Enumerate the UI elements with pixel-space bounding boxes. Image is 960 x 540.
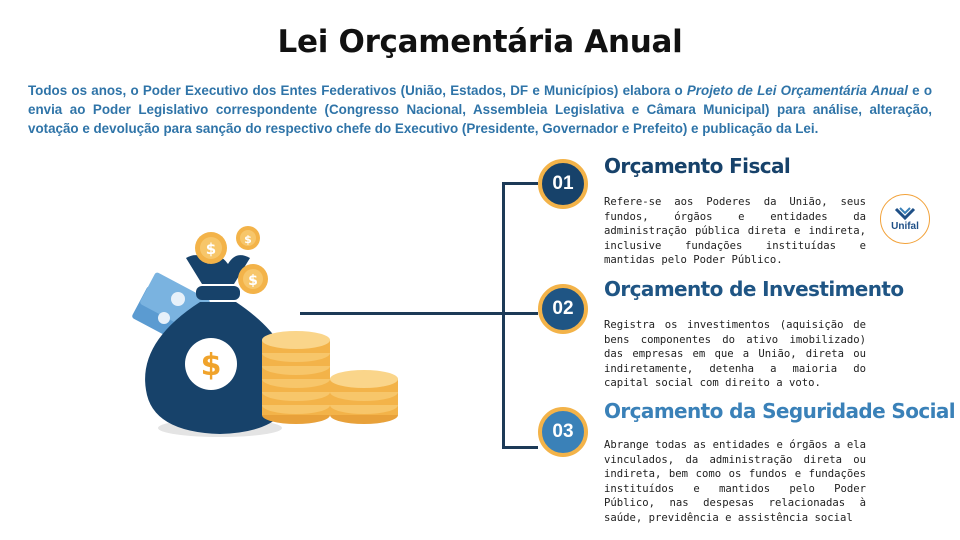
section-number-badge: 02 (538, 284, 588, 334)
coin-stack-icon (262, 331, 330, 424)
money-bag-illustration: $ $ $ $ (132, 226, 398, 437)
coin-icon: $ (195, 232, 227, 264)
connector-line (300, 312, 538, 315)
section-body: Abrange todas as entidades e órgãos a el… (604, 439, 866, 524)
section-title: Orçamento de Investimento (604, 277, 904, 301)
connector-line (502, 182, 505, 448)
unifal-logo: Unifal (880, 194, 930, 244)
section-title: Orçamento Fiscal (604, 154, 791, 178)
money-bag-icon: $ (145, 255, 293, 434)
section-title: Orçamento da Seguridade Social (604, 399, 956, 423)
currency-symbol: $ (201, 348, 222, 383)
coin-icon: $ (236, 226, 260, 250)
intro-emphasis: Projeto de Lei Orçamentária Anual (686, 83, 908, 98)
connector-line (502, 182, 538, 185)
section-body: Refere-se aos Poderes da União, seus fun… (604, 196, 866, 267)
svg-text:$: $ (206, 240, 216, 258)
logo-text: Unifal (891, 220, 919, 232)
coin-icon: $ (238, 264, 268, 294)
intro-text-end: e o envia ao Poder Legislativo correspon… (28, 83, 932, 136)
coin-stack-icon (330, 370, 398, 424)
logo-mark-icon (894, 206, 916, 220)
intro-text-start: Todos os anos, o Poder Executivo dos Ent… (28, 83, 687, 98)
svg-text:$: $ (248, 273, 258, 289)
section-number-badge: 01 (538, 159, 588, 209)
section-number-badge: 03 (538, 407, 588, 457)
connector-line (502, 446, 538, 449)
section-body: Registra os investimentos (aquisição de … (604, 319, 866, 390)
intro-paragraph: Todos os anos, o Poder Executivo dos Ent… (28, 81, 932, 138)
svg-text:$: $ (244, 233, 252, 246)
page-title: Lei Orçamentária Anual (277, 24, 683, 60)
